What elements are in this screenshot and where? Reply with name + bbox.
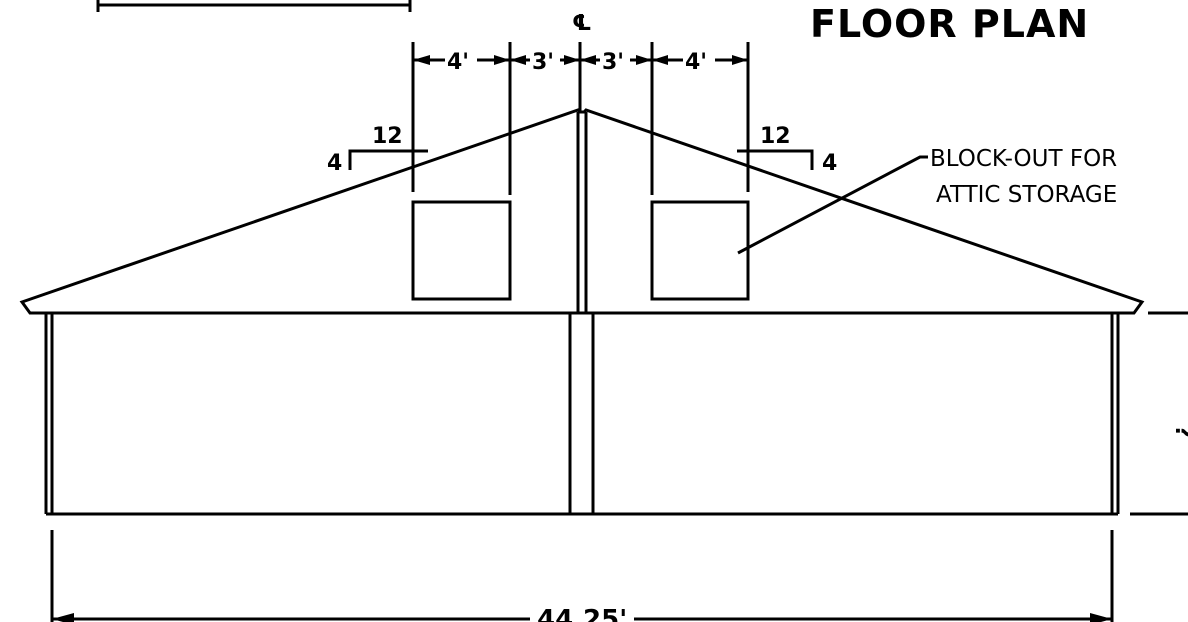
overall-width-label: 44.25' [537,605,627,622]
attic-blockout-right [650,200,750,301]
arrow-5 [580,55,596,65]
arrow-width-right [1090,613,1112,622]
dim-label-4: 4' [685,50,707,75]
arrow-width-left [52,613,74,622]
callout-line-1: BLOCK-OUT FOR [930,146,1117,172]
dim-label-3: 3' [602,50,624,75]
arrow-1 [413,55,430,65]
arrow-3 [510,55,526,65]
roof-outline [19,108,1145,315]
arrow-2 [494,55,510,65]
height-dimension-fragment: ? [1170,425,1188,438]
pitch-run-right: 12 [760,124,791,149]
centerline-symbol: ℄ [572,11,592,36]
pitch-rise-left: 4 [327,151,342,176]
attic-blockout-left [411,200,512,301]
dim-label-1: 4' [447,50,469,75]
arrow-8 [732,55,748,65]
pitch-marker-left [348,149,428,170]
pitch-rise-right: 4 [822,151,837,176]
floor-plan-title: FLOOR PLAN [810,2,1089,46]
arrow-4 [564,55,580,65]
arrow-7 [652,55,668,65]
dim-label-2: 3' [532,50,554,75]
callout-line-2: ATTIC STORAGE [936,182,1117,208]
pitch-marker-right [737,149,814,170]
arrow-6 [636,55,652,65]
pitch-run-left: 12 [372,124,403,149]
callout-leader [737,155,928,255]
